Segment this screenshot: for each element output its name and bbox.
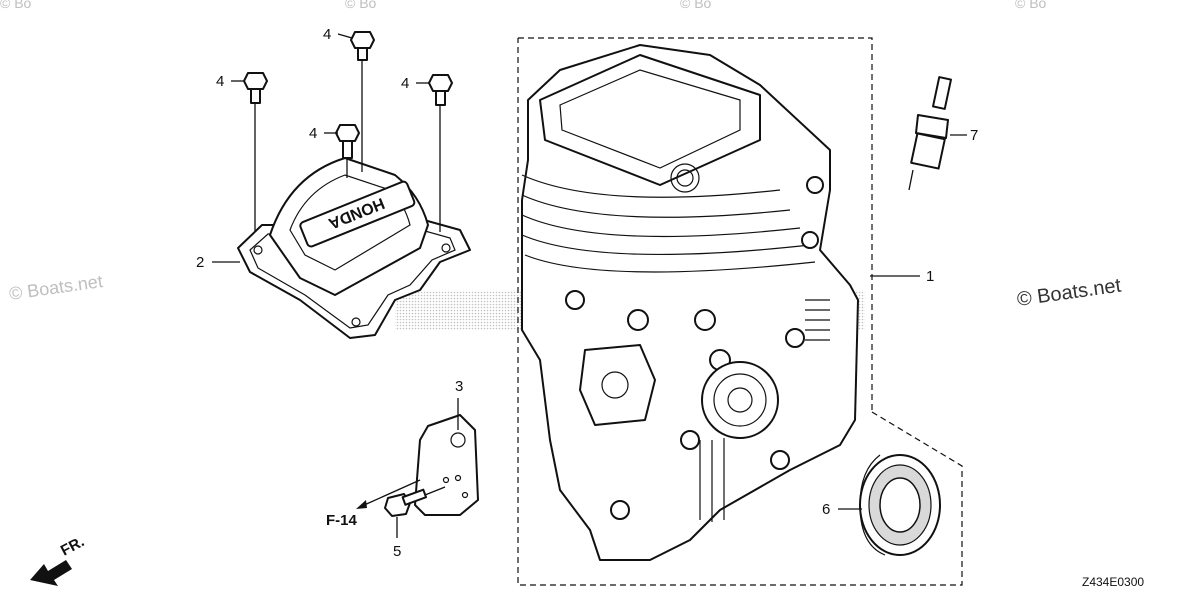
oil-seal (859, 454, 941, 556)
diagram-code: Z434E0300 (1082, 575, 1144, 589)
watermark-left: © Boats.net (8, 271, 104, 304)
callout-7: 7 (970, 127, 978, 144)
reference-leader (361, 479, 421, 507)
callout-3: 3 (455, 378, 463, 395)
leader-4a (337, 33, 353, 39)
reference-arrowhead (356, 500, 367, 509)
watermark-top-4: © Bo (1015, 0, 1047, 11)
watermark-top-3: © Bo (680, 0, 712, 11)
plate-bolt (384, 486, 446, 538)
flange-bolt-c (428, 74, 453, 232)
spark-plug (908, 76, 952, 191)
head-cover: HONDA (237, 157, 471, 339)
cover-plate (414, 398, 479, 516)
callout-4c: 4 (401, 75, 409, 92)
watermark-top-1: © Bo (0, 0, 32, 11)
callout-2: 2 (196, 254, 204, 271)
callout-5: 5 (393, 543, 401, 560)
watermark-right: © Boats.net (1016, 275, 1123, 311)
watermark-top-2: © Bo (345, 0, 377, 11)
callout-6: 6 (822, 501, 830, 518)
front-direction-label: FR. (58, 533, 87, 559)
crankcase-assembly (517, 37, 963, 586)
front-direction-arrow: FR. (30, 533, 87, 586)
callout-4d: 4 (309, 125, 317, 142)
reference-label: F-14 (326, 512, 358, 529)
callout-4a: 4 (323, 26, 331, 43)
flange-bolt-b (243, 72, 268, 232)
brand-plate (299, 180, 416, 248)
callout-1: 1 (926, 268, 934, 285)
callout-4b: 4 (216, 73, 224, 90)
flange-bolt-a (350, 31, 375, 120)
